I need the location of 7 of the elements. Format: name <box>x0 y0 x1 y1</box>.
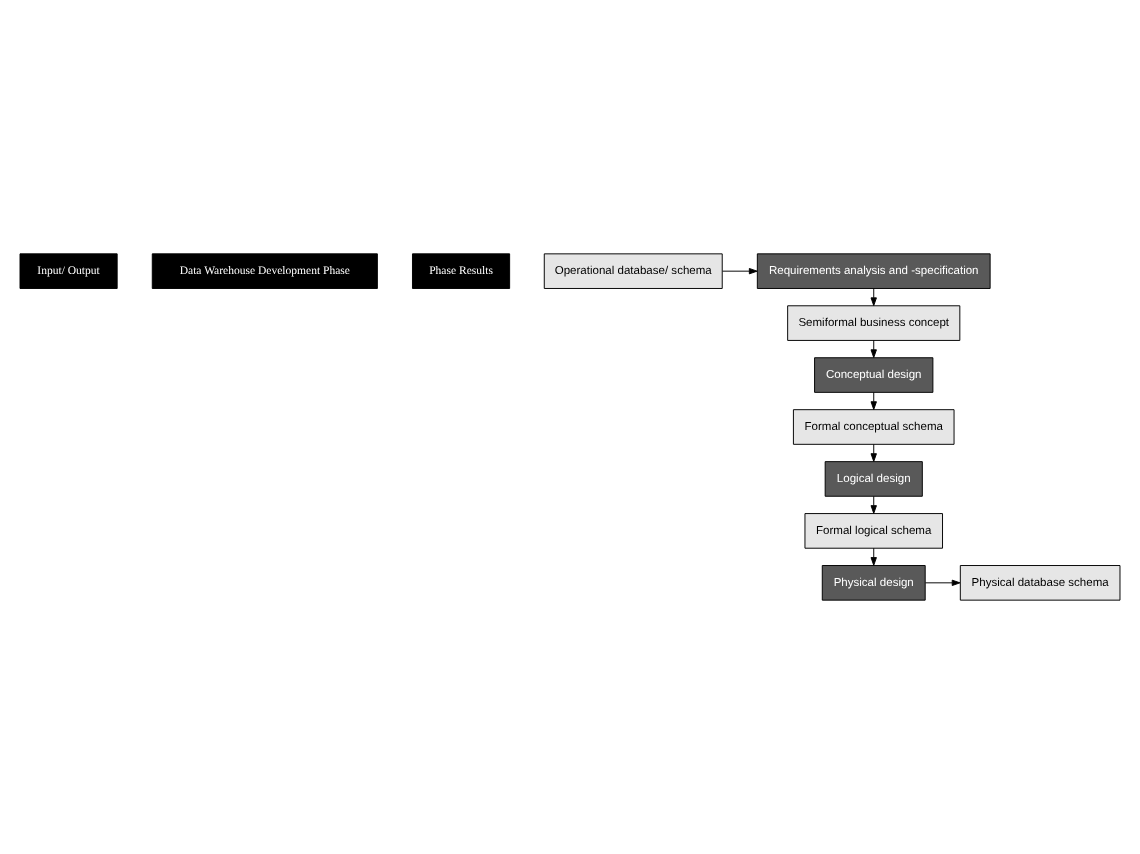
arrow <box>924 579 961 586</box>
arrow <box>870 547 877 566</box>
arrow <box>870 495 877 514</box>
arrow <box>870 443 877 462</box>
arrow <box>870 391 877 410</box>
arrow <box>870 339 877 358</box>
arrow <box>722 268 758 275</box>
